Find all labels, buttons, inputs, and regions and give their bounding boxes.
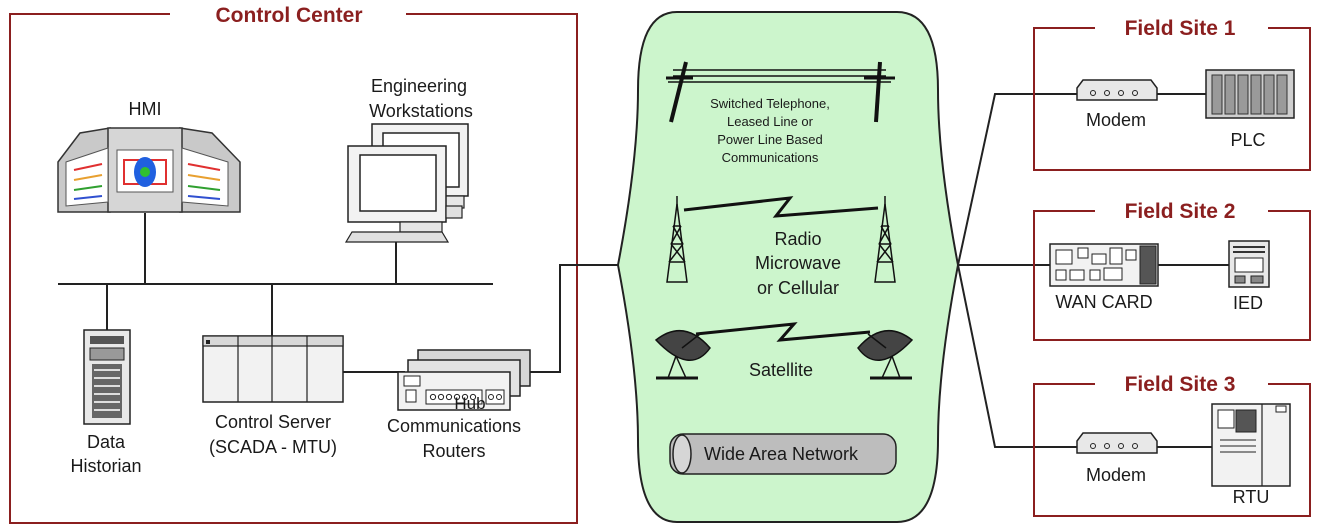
field-site-2-wancard-label: WAN CARD: [1055, 292, 1152, 312]
satellite-label: Satellite: [749, 360, 813, 380]
control-server-label-line2: (SCADA - MTU): [209, 437, 337, 457]
plc-icon: [1205, 69, 1295, 119]
field-site-1-title: Field Site 1: [1125, 17, 1236, 40]
satellite-dish-icon: [654, 329, 711, 380]
field-site-2-ied-label: IED: [1233, 293, 1263, 313]
field-site-2-frame: [1033, 210, 1311, 341]
hmi-label: HMI: [129, 99, 162, 119]
control-center-frame: Control Center: [9, 4, 578, 524]
data-historian-server-icon: [83, 329, 131, 425]
field-site-3-modem-label: Modem: [1086, 465, 1146, 485]
field-site-3-link: [957, 264, 1077, 448]
radio-tower-icon: [666, 196, 688, 283]
field-site-1-link: [957, 93, 1077, 266]
control-server-rack-icon: [202, 335, 344, 403]
radio-label-line1: Radio: [774, 229, 821, 249]
wide-area-network-pipe: [669, 433, 897, 475]
modem-icon: [1076, 79, 1158, 101]
historian-label-line2: Historian: [70, 456, 141, 476]
radio-tower-icon: [874, 196, 896, 283]
wan-card-icon: [1049, 243, 1159, 287]
wide-area-network-label: Wide Area Network: [704, 444, 859, 464]
telephone-label-line2: Leased Line or: [727, 114, 814, 129]
workstation-icon: [344, 123, 469, 243]
field-site-3-frame: [1033, 383, 1311, 517]
telephone-pole-icon: [666, 61, 895, 123]
router-label-line1: Communications: [387, 416, 521, 436]
modem-icon: [1076, 432, 1158, 454]
field-site-2-title: Field Site 2: [1125, 200, 1236, 223]
satellite-lightning-bolt: [695, 322, 871, 342]
ied-icon: [1228, 240, 1270, 288]
field-site-3-rtu-label: RTU: [1233, 487, 1270, 507]
router-wan-link: [530, 264, 618, 373]
communications-router-icon: [397, 349, 531, 411]
field-site-1-modem-label: Modem: [1086, 110, 1146, 130]
field-site-1-frame: [1033, 27, 1311, 171]
wan-cloud: [616, 11, 960, 523]
radio-label-line2: Microwave: [755, 253, 841, 273]
historian-label-line1: Data: [87, 432, 126, 452]
telephone-label-line3: Power Line Based: [717, 132, 823, 147]
control-center-title: Control Center: [216, 4, 363, 27]
field-site-1-plc-label: PLC: [1230, 130, 1265, 150]
radio-label-line3: or Cellular: [757, 278, 839, 298]
control-server-label-line1: Control Server: [215, 412, 331, 432]
radio-lightning-bolt: [683, 196, 879, 218]
rtu-icon: [1211, 403, 1291, 487]
hmi-console-icon: [57, 127, 241, 213]
telephone-label-line4: Communications: [722, 150, 819, 165]
workstation-label-line1: Engineering: [371, 76, 467, 96]
field-site-3-title: Field Site 3: [1125, 373, 1236, 396]
router-hub-label: Hub: [454, 394, 485, 413]
router-label-line2: Routers: [422, 441, 485, 461]
workstation-label-line2: Workstations: [369, 101, 473, 121]
telephone-label-line1: Switched Telephone,: [710, 96, 830, 111]
satellite-dish-icon: [857, 329, 914, 380]
